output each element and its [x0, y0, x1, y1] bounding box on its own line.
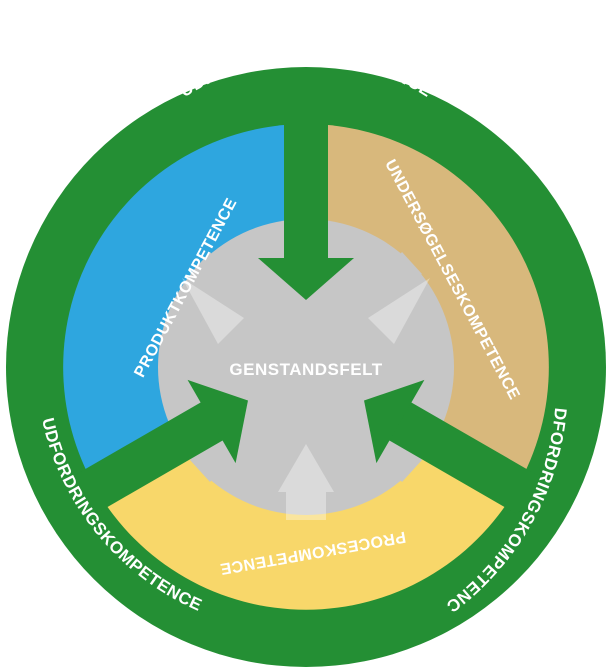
inward-arrows-faded — [182, 278, 430, 520]
arrow-right — [364, 379, 540, 515]
arrow-top — [258, 110, 354, 300]
arrow-left — [72, 379, 248, 515]
center-label: GENSTANDSFELT — [229, 360, 382, 379]
